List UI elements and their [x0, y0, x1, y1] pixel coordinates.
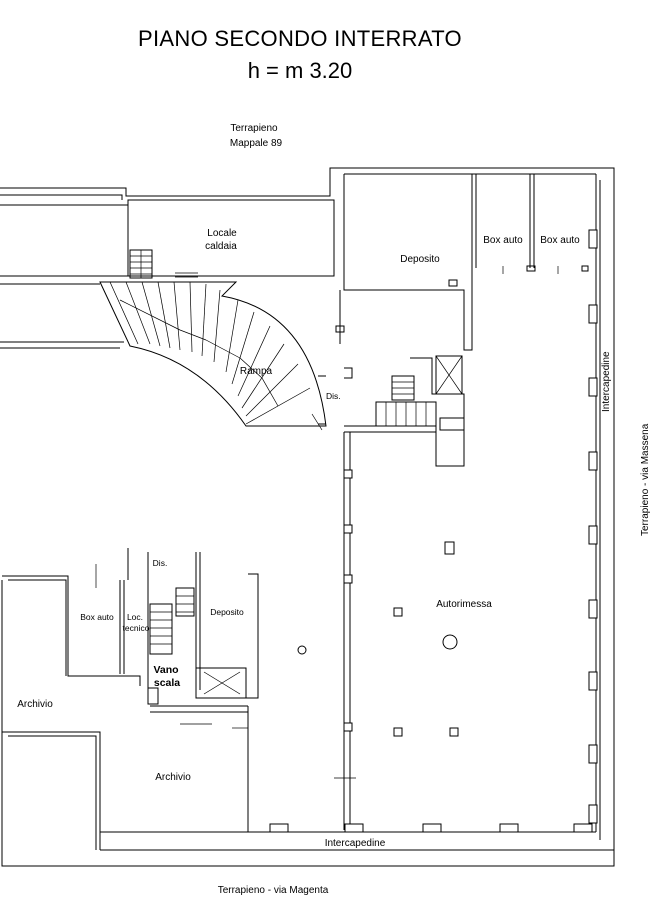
locale-caldaia-walls [127, 199, 335, 279]
label-dis-ramp: Dis. [326, 391, 341, 401]
room-labels: Locale caldaia Deposito Box auto Box aut… [17, 228, 612, 849]
label-vano-scala-2: scala [154, 677, 180, 689]
label-dis-core: Dis. [153, 558, 168, 568]
label-intercapedine-south: Intercapedine [325, 838, 386, 849]
label-deposito-small: Deposito [210, 607, 244, 617]
label-vano-scala-1: Vano [153, 664, 178, 676]
east-intercapedine-pillars [588, 180, 601, 840]
label-archivio-1: Archivio [17, 699, 53, 710]
label-intercapedine-east: Intercapedine [601, 351, 612, 412]
plan-title: PIANO SECONDO INTERRATO h = m 3.20 [0, 26, 600, 84]
label-locale-caldaia-2: caldaia [205, 241, 237, 252]
autorimessa-structure [297, 432, 459, 830]
label-autorimessa: Autorimessa [436, 599, 492, 610]
outer-walls [0, 167, 615, 867]
label-archivio-2: Archivio [155, 772, 191, 783]
plan-title-height: h = m 3.20 [247, 58, 353, 83]
label-east: Terrapieno - via Massena [640, 423, 651, 536]
stair-core [344, 355, 465, 467]
rampa-structure [99, 281, 327, 431]
south-intercapedine [100, 823, 614, 851]
surrounding-labels: Terrapieno Mappale 89 Terrapieno - via M… [218, 123, 651, 896]
plan-title-line1: PIANO SECONDO INTERRATO [138, 26, 462, 51]
label-locale-caldaia-1: Locale [207, 228, 237, 239]
label-rampa: Rampa [240, 366, 273, 377]
label-box-auto-1: Box auto [483, 235, 523, 246]
label-box-auto-2: Box auto [540, 235, 580, 246]
label-box-auto-small: Box auto [80, 612, 114, 622]
label-north-2: Mappale 89 [230, 138, 283, 149]
label-loc-tecnico-1: Loc. [127, 612, 143, 622]
deposito-north-walls [335, 173, 597, 832]
label-loc-tecnico-2: tecnico [123, 623, 150, 633]
west-lower-rooms [2, 548, 259, 850]
label-south: Terrapieno - via Magenta [218, 885, 329, 896]
label-north-1: Terrapieno [230, 123, 278, 134]
label-deposito-north: Deposito [400, 254, 440, 265]
